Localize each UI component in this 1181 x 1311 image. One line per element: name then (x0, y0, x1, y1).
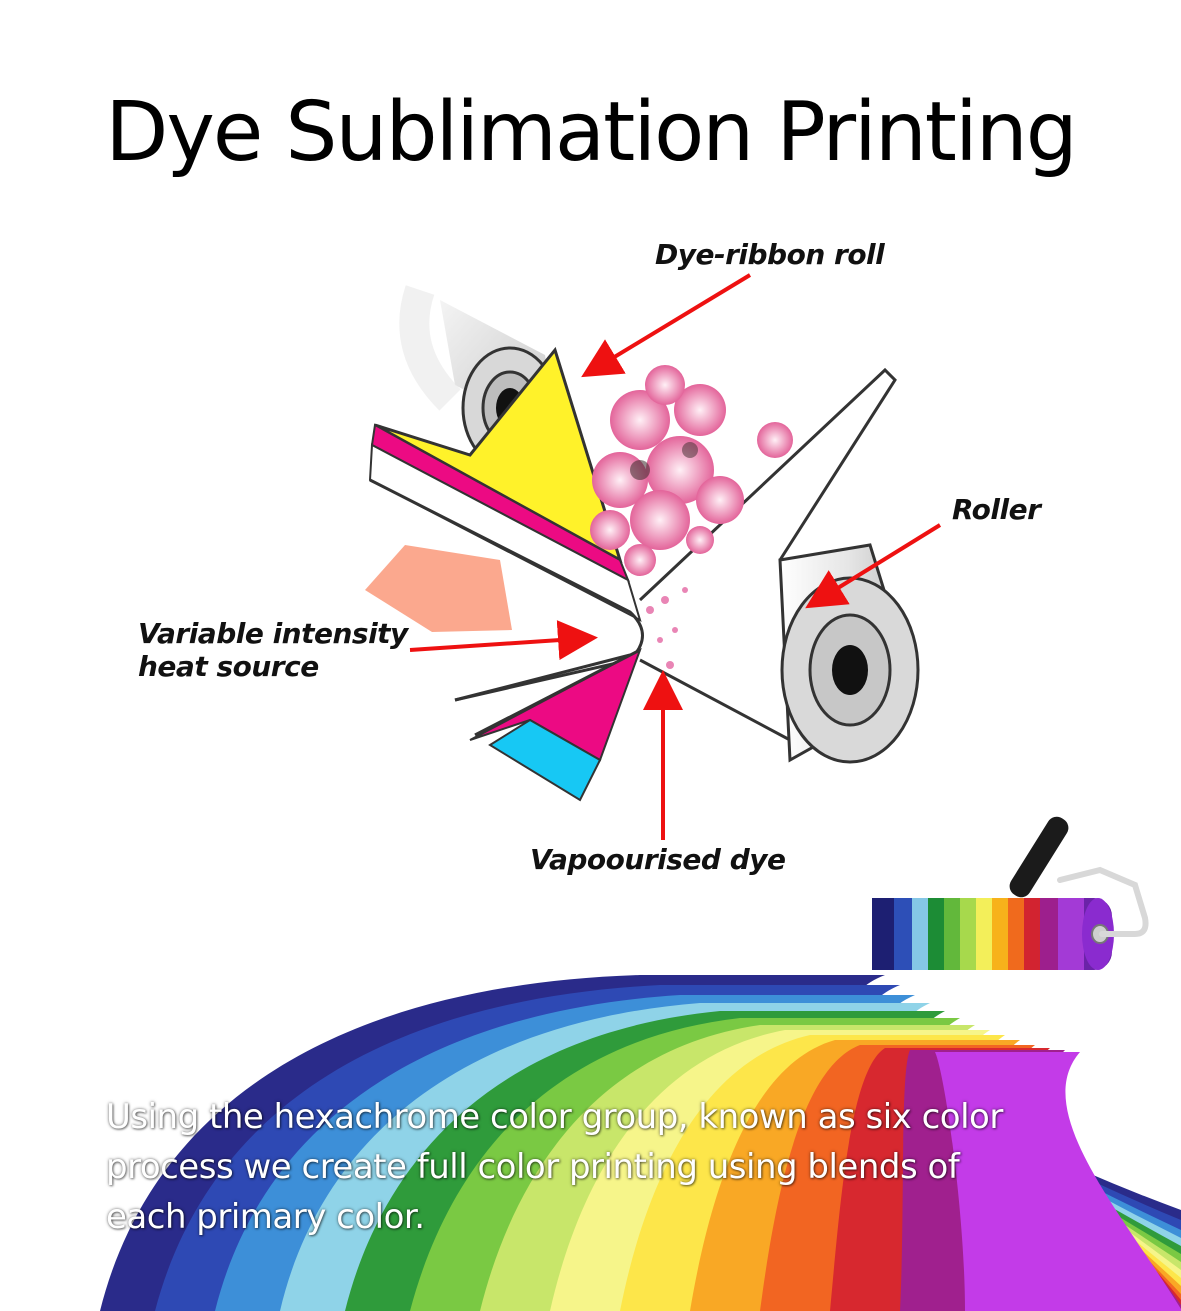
label-heat-source-line1: Variable intensity (138, 617, 408, 650)
dye-ribbon-roll (368, 285, 644, 802)
heat-arrow-icon (365, 545, 512, 632)
label-roller: Roller (952, 493, 1041, 526)
flower-icon (590, 365, 793, 669)
page-title: Dye Sublimation Printing (105, 85, 1078, 180)
caption-line-1: Using the hexachrome color group, known … (106, 1097, 1003, 1137)
caption-line-2: process we create full color printing us… (106, 1147, 960, 1187)
label-heat-source-line2: heat source (138, 650, 319, 683)
paint-roller-icon (872, 816, 1149, 970)
label-vaporised-dye: Vapoourised dye (530, 843, 786, 876)
caption: Using the hexachrome color group, known … (106, 1092, 1106, 1242)
caption-line-3: each primary color. (106, 1197, 425, 1237)
pointer-arrows (409, 273, 942, 840)
label-dye-ribbon-roll: Dye-ribbon roll (655, 238, 885, 271)
rainbow-road (100, 975, 1181, 1311)
